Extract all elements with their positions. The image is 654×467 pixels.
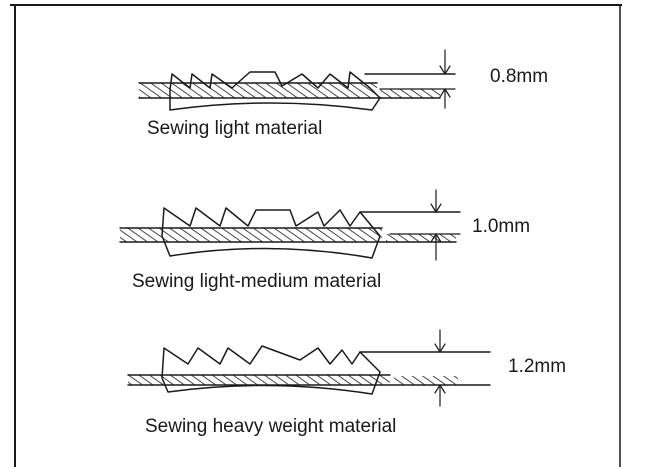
measurement-text: 1.2mm (508, 356, 566, 377)
diagram-light-material: 0.8mm Sewing light material (138, 49, 548, 139)
needle-plate (139, 83, 377, 98)
needle-plate (120, 228, 382, 242)
feed-dog (161, 345, 381, 395)
diagram-caption: Sewing light material (147, 118, 322, 139)
feed-dog (161, 207, 381, 259)
needle-plate (128, 375, 390, 385)
diagram-light-medium-material: 1.0mm Sewing light-medium material (119, 189, 530, 292)
feed-dog (169, 71, 381, 111)
measurement-text: 1.0mm (472, 216, 530, 237)
needle-plate (394, 376, 458, 385)
diagram-caption: Sewing heavy weight material (145, 416, 396, 437)
needle-plate (380, 89, 440, 98)
needle-plate (386, 234, 456, 242)
diagram-caption: Sewing light-medium material (132, 271, 381, 292)
diagram-heavy-weight-material: 1.2mm Sewing heavy weight material (127, 329, 566, 437)
measurement-text: 0.8mm (490, 66, 548, 87)
